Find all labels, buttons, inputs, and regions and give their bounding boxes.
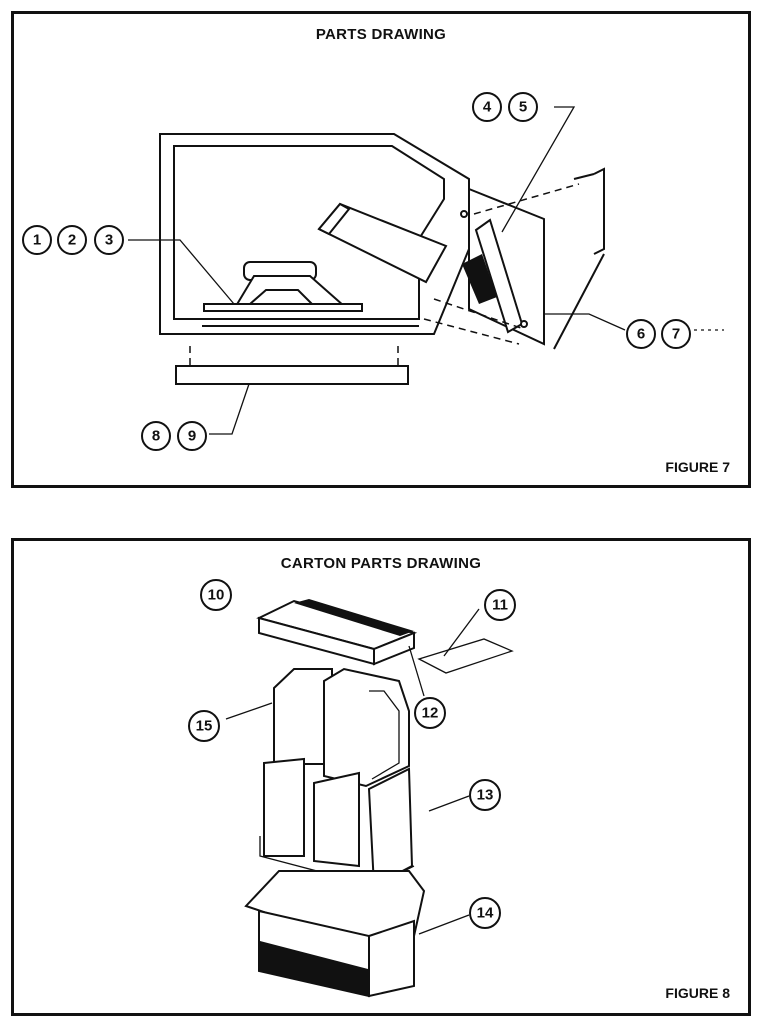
insert-sheet (417, 638, 514, 674)
svg-text:11: 11 (492, 597, 508, 614)
callout-9: 9 (177, 421, 207, 451)
horn-box-side (317, 202, 351, 236)
callout-6: 6 (626, 319, 656, 349)
svg-text:13: 13 (477, 787, 494, 804)
carton-parts-drawing (225, 599, 514, 998)
callout-3: 3 (94, 225, 124, 255)
callout-12: 12 (414, 697, 446, 729)
callout-7: 7 (661, 319, 691, 349)
svg-text:4: 4 (483, 99, 492, 116)
svg-text:10: 10 (208, 587, 225, 604)
svg-text:8: 8 (152, 428, 160, 445)
svg-text:1: 1 (33, 232, 41, 249)
top-cap (256, 599, 418, 666)
base-plate (175, 365, 409, 385)
figure-7-callouts: 1 2 3 4 5 6 7 8 9 (22, 92, 691, 451)
figure-7-panel: PARTS DRAWING (11, 11, 751, 488)
svg-text:12: 12 (422, 705, 439, 722)
callout-8: 8 (141, 421, 171, 451)
callout-15: 15 (188, 710, 220, 742)
figure-8-title: CARTON PARTS DRAWING (280, 555, 482, 572)
svg-text:14: 14 (477, 905, 494, 922)
svg-text:2: 2 (68, 232, 76, 249)
svg-text:5: 5 (519, 99, 527, 116)
figure-7-title: PARTS DRAWING (315, 26, 447, 43)
svg-text:15: 15 (196, 718, 213, 735)
woofer-speaker (203, 261, 363, 312)
callout-2: 2 (57, 225, 87, 255)
parts-drawing (128, 106, 724, 435)
callout-10: 10 (200, 579, 232, 611)
callout-13: 13 (469, 779, 501, 811)
figure-8-panel: CARTON PARTS DRAWING (11, 538, 751, 1016)
terminal-clip (573, 173, 595, 180)
callout-4: 4 (472, 92, 502, 122)
svg-text:3: 3 (105, 232, 113, 249)
callout-1: 1 (22, 225, 52, 255)
figure-8-callouts: 10 11 12 13 14 15 (188, 579, 516, 929)
cabinet-inner (173, 145, 445, 320)
svg-text:9: 9 (188, 428, 196, 445)
terminal-bracket (593, 167, 605, 255)
outer-box (244, 870, 426, 998)
grille-edge (553, 253, 605, 350)
inner-tray (259, 757, 415, 888)
figure-8-label: FIGURE 8 (665, 985, 730, 1001)
speaker-pack (273, 667, 410, 788)
svg-text:6: 6 (637, 326, 645, 343)
callout-5: 5 (508, 92, 538, 122)
svg-text:7: 7 (672, 326, 680, 343)
figure-7-label: FIGURE 7 (665, 459, 730, 475)
callout-14: 14 (469, 897, 501, 929)
callout-11: 11 (484, 589, 516, 621)
